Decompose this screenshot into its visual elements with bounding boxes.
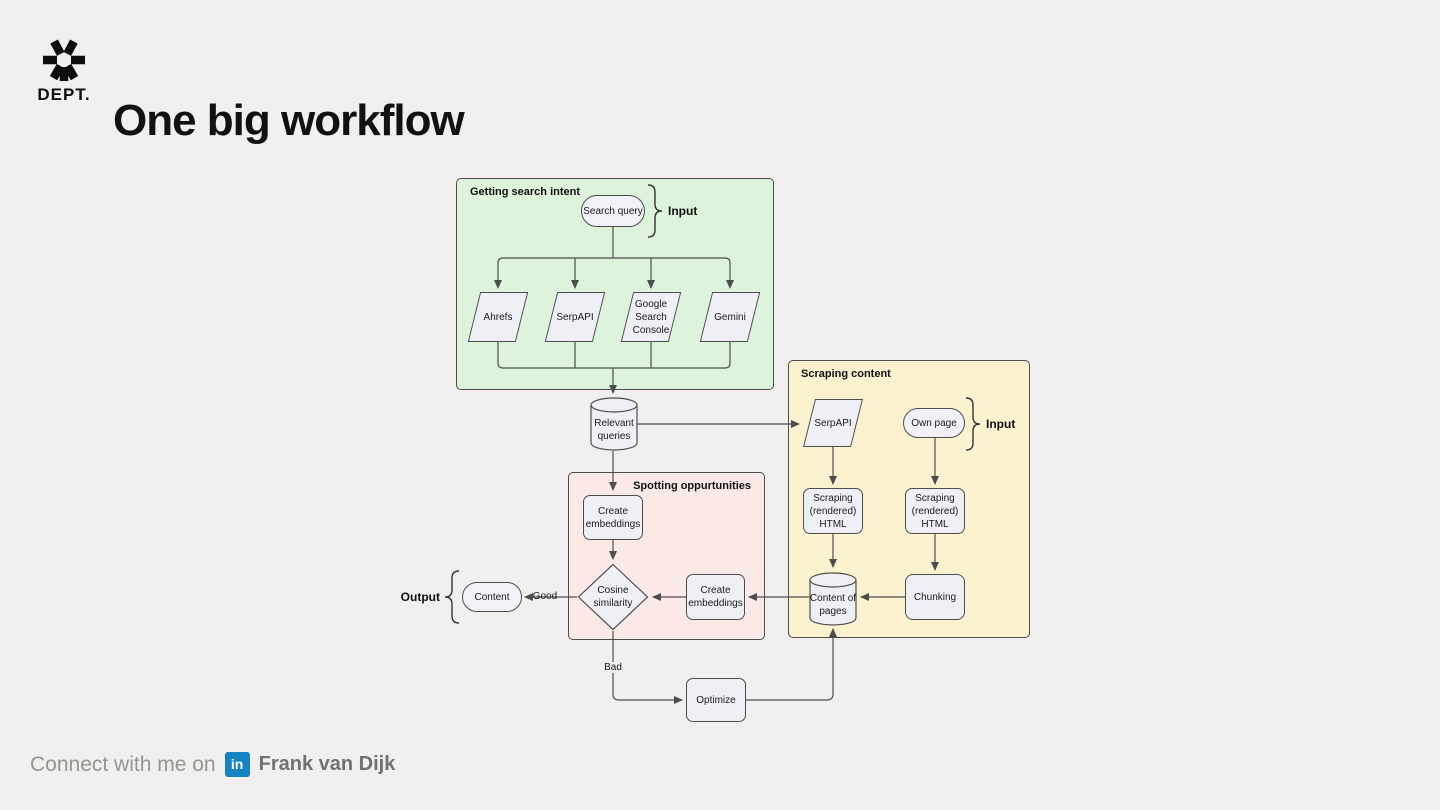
node-scraping-html-right: Scraping (rendered) HTML (905, 488, 965, 534)
node-serpapi-scraping: SerpAPI (803, 399, 863, 447)
node-create-embeddings-pages: Create embeddings (686, 574, 745, 620)
node-relevant-queries: Relevant queries (590, 397, 638, 451)
node-create-embeddings-queries: Create embeddings (583, 495, 643, 540)
label-bad: Bad (601, 662, 625, 673)
node-chunking: Chunking (905, 574, 965, 620)
diamond-shape (577, 563, 649, 631)
group-label: Getting search intent (470, 186, 581, 198)
node-own-page: Own page (903, 408, 965, 438)
label-good: Good (532, 591, 558, 602)
node-content-of-pages: Content of pages (809, 572, 857, 626)
node-google-search-console: Google Search Console (621, 292, 681, 342)
footer: Connect with me on in Frank van Dijk (30, 752, 395, 777)
node-scraping-html-left: Scraping (rendered) HTML (803, 488, 863, 534)
linkedin-name[interactable]: Frank van Dijk (258, 753, 396, 775)
cylinder-shape (590, 397, 638, 451)
group-label: Spotting oppurtunities (633, 480, 751, 492)
node-gemini: Gemini (700, 292, 760, 342)
node-content-output: Content (462, 582, 522, 612)
connect-text: Connect with me on (30, 752, 216, 776)
page-title: One big workflow (113, 96, 465, 145)
label-output: Output (400, 590, 440, 604)
cylinder-shape (809, 572, 857, 626)
dept-logo: DEPT. (34, 36, 94, 105)
node-search-query: Search query (581, 195, 645, 227)
node-serpapi-intent: SerpAPI (545, 292, 605, 342)
dept-star-icon (43, 39, 85, 81)
brand-text: DEPT. (37, 85, 91, 104)
label-input-intent: Input (668, 204, 698, 218)
linkedin-icon[interactable]: in (224, 752, 250, 777)
node-optimize: Optimize (686, 678, 746, 722)
node-cosine-similarity: Cosine similarity (577, 563, 649, 631)
group-label: Scraping content (801, 368, 891, 380)
label-input-scraping: Input (986, 417, 1016, 431)
node-ahrefs: Ahrefs (468, 292, 528, 342)
output-brace (444, 570, 460, 624)
